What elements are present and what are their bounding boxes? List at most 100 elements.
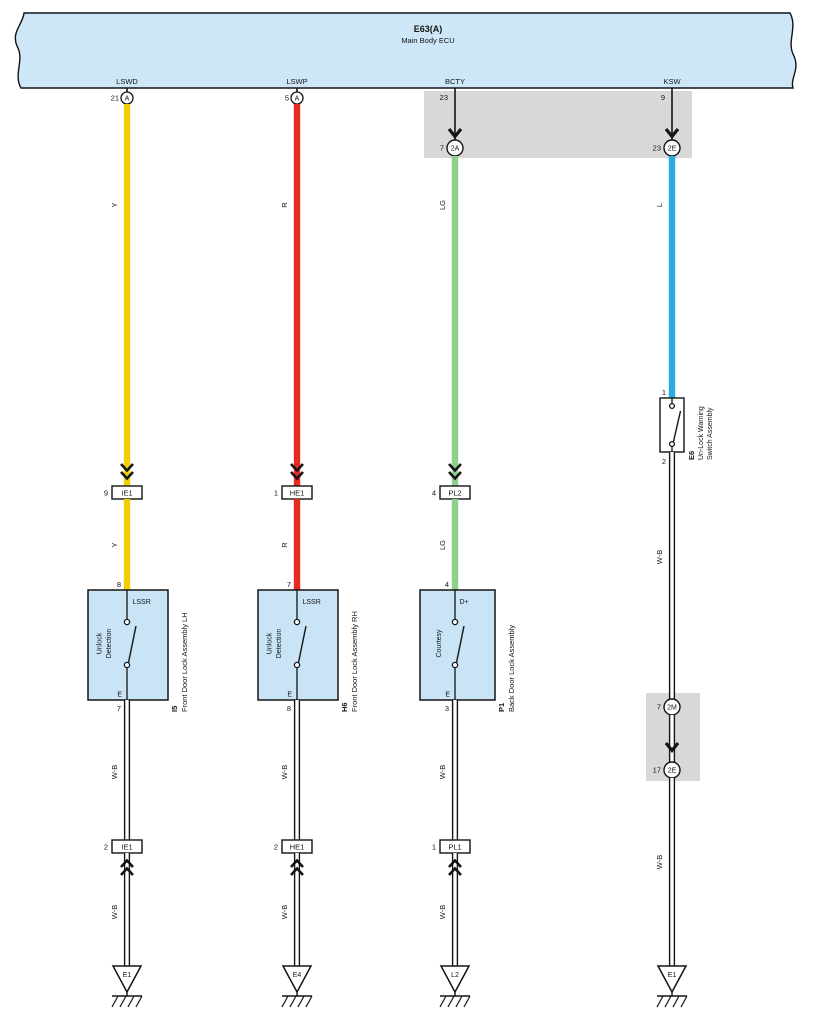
ecu-pin-label-ksw: KSW (663, 77, 681, 86)
wire-wb-label: W-B (280, 765, 289, 779)
junction-2e-label: 2E (668, 146, 677, 153)
component-terminal-top: D+ (460, 599, 469, 606)
junction-2m-pin: 7 (657, 703, 661, 712)
connector-pl1-label: PL1 (448, 843, 461, 852)
ecu-connector-a-label: A (295, 96, 300, 103)
component-terminal-bottom: E (287, 692, 292, 699)
switch-function-line1: Unlock (97, 632, 104, 654)
wire-wb-label: W-B (110, 905, 119, 919)
column-unlock-warning-switch: 9 2E 23 L 1 E6 Un-Lock Warning Switch As… (653, 88, 714, 1008)
switch-function-line1: Courtesy (436, 629, 443, 658)
switch-blade (672, 410, 682, 442)
component-pin-top: 7 (287, 580, 291, 589)
connector-arrow-down-icon (120, 463, 134, 481)
switch-function-line2: Detection (276, 629, 283, 659)
connector-arrow-up-icon (120, 858, 134, 876)
junction-2a-label: 2A (451, 146, 460, 153)
component-pin-bottom: 7 (117, 704, 121, 713)
ground-hatch (656, 995, 688, 1008)
connector-arrow-up-icon (290, 858, 304, 876)
ground-triangle (281, 965, 313, 994)
connector-pl2-label: PL2 (448, 489, 461, 498)
junction-arrow-down-icon (447, 128, 463, 140)
ecu-name: Main Body ECU (401, 36, 454, 45)
wire-color-label: Y (110, 202, 119, 207)
component-code: P1 (497, 703, 506, 712)
connector-ie1-mid-pin: 9 (104, 489, 108, 498)
ground-triangle (111, 965, 143, 994)
component-terminal-bottom: E (117, 692, 122, 699)
connector-he1-low-pin: 2 (274, 843, 278, 852)
ground-label: E1 (123, 972, 132, 979)
component-code: E6 (687, 451, 696, 460)
connector-he1-mid-label: HE1 (290, 489, 305, 498)
connector-pl1-pin: 1 (432, 843, 436, 852)
ecu-pin-number: 5 (285, 94, 289, 103)
component-name: Front Door Lock Assembly LH (180, 612, 189, 712)
component-pin-bottom: 3 (445, 704, 449, 713)
component-pin-top: 8 (117, 580, 121, 589)
switch-contact-bottom (123, 661, 131, 669)
ecu-connector-a-label: A (125, 96, 130, 103)
front-door-lock-rh-box (257, 589, 339, 701)
wire-color-label: LG (438, 540, 447, 550)
wire-wb-label: W-B (110, 765, 119, 779)
switch-contact-top (668, 402, 676, 410)
switch-contact-top (123, 618, 131, 626)
wire-color-label: R (280, 202, 289, 208)
component-code: I5 (170, 706, 179, 712)
ecu-pin-label-lswd: LSWD (116, 77, 138, 86)
wire-wb-label: W-B (438, 765, 447, 779)
ecu-pin-number: 9 (661, 93, 665, 102)
connector-arrow-down-icon (448, 463, 462, 481)
ground-hatch (439, 995, 471, 1008)
connector-he1-mid-pin: 1 (274, 489, 278, 498)
wire-wb-label: W-B (655, 550, 664, 564)
ground-label: L2 (451, 972, 459, 979)
column-front-door-lock-rh: A 5 R HE1 1 R 7 LSSR Unlock Detection E … (257, 88, 359, 1008)
connector-arrow-down-icon (290, 463, 304, 481)
ground-symbol-l2: L2 (439, 965, 471, 1008)
ecu-pin-number: 23 (440, 93, 448, 102)
ground-hatch (281, 995, 313, 1008)
connector-he1-low-label: HE1 (290, 843, 305, 852)
junction-2e-pin: 23 (653, 144, 661, 153)
wire-color-label: Y (110, 542, 119, 547)
switch-pin-top: 1 (662, 388, 666, 397)
junction-2e-low-pin: 17 (653, 766, 661, 775)
ecu-banner (14, 12, 797, 89)
component-pin-bottom: 8 (287, 704, 291, 713)
front-door-lock-lh-box (87, 589, 169, 701)
switch-contact-top (293, 618, 301, 626)
switch-function-line1: Unlock (267, 632, 274, 654)
junction-2e-low-label: 2E (668, 768, 677, 775)
junction-arrow-down-icon (664, 742, 680, 754)
wire-wb-label: W-B (280, 905, 289, 919)
wire-color-label: L (655, 203, 664, 207)
component-terminal-bottom: E (445, 692, 450, 699)
column-back-door-lock: 23 2A 7 LG PL2 4 LG 4 D+ Courtesy E P1 B… (419, 88, 516, 1008)
wire-wb-label: W-B (438, 905, 447, 919)
switch-contact-bottom (293, 661, 301, 669)
ecu-pin-label-lswp: LSWP (286, 77, 307, 86)
wire-color-label: R (280, 542, 289, 548)
switch-contact-top (451, 618, 459, 626)
component-terminal-top: LSSR (303, 599, 321, 606)
junction-arrow-down-icon (664, 128, 680, 140)
ground-symbol-e1-right: E1 (656, 965, 688, 1008)
switch-contact-bottom (668, 440, 676, 448)
shield-region-top (424, 91, 692, 158)
switch-blade (455, 625, 465, 663)
ground-triangle (656, 965, 688, 994)
ecu-code: E63(A) (414, 24, 443, 34)
column-front-door-lock-lh: A 21 Y IE1 9 Y 8 LSSR Unlock Detection E… (87, 88, 189, 1008)
switch-pin-bottom: 2 (662, 457, 666, 466)
component-name: Front Door Lock Assembly RH (350, 611, 359, 712)
component-code: H6 (340, 702, 349, 712)
connector-ie1-mid-label: IE1 (121, 489, 132, 498)
ecu-pin-number: 21 (111, 94, 119, 103)
junction-2a-pin: 7 (440, 144, 444, 153)
connector-pl2-pin: 4 (432, 489, 436, 498)
